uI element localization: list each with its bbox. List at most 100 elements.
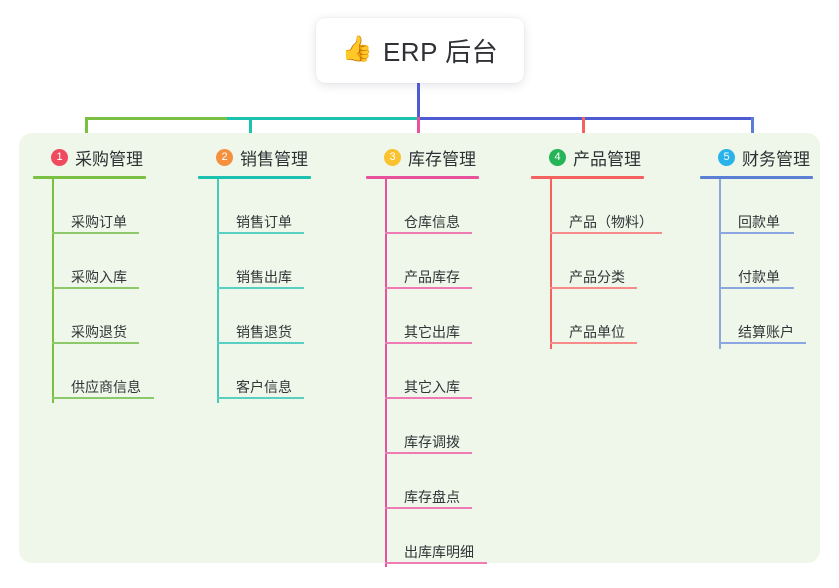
leaf-item[interactable]: 销售订单 bbox=[217, 193, 327, 234]
leaf-item[interactable]: 供应商信息 bbox=[52, 358, 177, 399]
branch-title-5: 财务管理 bbox=[742, 149, 810, 169]
leaf-label: 回款单 bbox=[738, 214, 780, 230]
leaf-item[interactable]: 付款单 bbox=[719, 248, 817, 289]
leaf-label: 采购入库 bbox=[71, 269, 127, 285]
leaf-rule bbox=[217, 397, 304, 399]
leaf-rule bbox=[719, 232, 794, 234]
branch-column-5: 5 财务管理 回款单 付款单 结算账户 bbox=[700, 144, 839, 351]
leaf-rule bbox=[385, 287, 472, 289]
root-node-content: 👍 ERP 后台 bbox=[342, 32, 498, 69]
branch-spine-2 bbox=[217, 179, 219, 403]
leaf-item[interactable]: 产品（物料） bbox=[550, 193, 684, 234]
leaf-rule bbox=[52, 342, 139, 344]
leaf-rule bbox=[52, 287, 139, 289]
connector-drop-column-1 bbox=[85, 117, 88, 144]
leaf-rule bbox=[217, 342, 304, 344]
leaf-rule bbox=[217, 232, 304, 234]
leaf-item[interactable]: 产品单位 bbox=[550, 303, 660, 344]
leaf-item[interactable]: 结算账户 bbox=[719, 303, 829, 344]
leaf-item[interactable]: 客户信息 bbox=[217, 358, 327, 399]
leaf-item[interactable]: 采购入库 bbox=[52, 248, 162, 289]
leaf-rule bbox=[719, 287, 794, 289]
root-node-erp-backend[interactable]: 👍 ERP 后台 bbox=[316, 18, 524, 83]
branch-header-5[interactable]: 5 财务管理 bbox=[700, 144, 839, 170]
leaf-label: 销售出库 bbox=[236, 269, 292, 285]
leaf-label: 库存盘点 bbox=[404, 489, 460, 505]
branch-column-2: 2 销售管理 销售订单 销售出库 销售退货 客户信息 bbox=[198, 144, 358, 405]
connector-bus-segment-2 bbox=[227, 117, 418, 120]
branch-spine-3 bbox=[385, 179, 387, 567]
leaf-label: 其它出库 bbox=[404, 324, 460, 340]
leaf-item[interactable]: 其它入库 bbox=[385, 358, 495, 399]
leaf-item[interactable]: 回款单 bbox=[719, 193, 817, 234]
connector-bus-segment-3 bbox=[418, 117, 754, 120]
leaf-rule bbox=[217, 287, 304, 289]
branch-rule-2 bbox=[198, 176, 311, 179]
leaf-item[interactable]: 仓库信息 bbox=[385, 193, 495, 234]
root-node-title: ERP 后台 bbox=[382, 37, 499, 67]
leaf-label: 付款单 bbox=[738, 269, 780, 285]
connector-drop-column-5 bbox=[751, 117, 754, 144]
branch-header-4[interactable]: 4 产品管理 bbox=[531, 144, 706, 170]
branch-column-3: 3 库存管理 仓库信息 产品库存 其它出库 其它入库 库存调拨 bbox=[366, 144, 536, 569]
thumbs-up-icon: 👍 bbox=[341, 35, 373, 63]
leaf-label: 销售退货 bbox=[236, 324, 292, 340]
branch-badge-2: 2 bbox=[216, 148, 233, 166]
branch-title-1: 采购管理 bbox=[75, 149, 143, 169]
diagram-panel bbox=[19, 133, 820, 563]
branch-items-4: 产品（物料） 产品分类 产品单位 bbox=[531, 179, 706, 351]
branch-rule-4 bbox=[531, 176, 644, 179]
leaf-item[interactable]: 库存调拨 bbox=[385, 413, 495, 454]
leaf-rule bbox=[52, 397, 154, 399]
leaf-label: 仓库信息 bbox=[404, 214, 460, 230]
branch-title-4: 产品管理 bbox=[573, 149, 641, 169]
connector-trunk-vertical bbox=[417, 83, 420, 120]
leaf-label: 采购退货 bbox=[71, 324, 127, 340]
leaf-item[interactable]: 产品库存 bbox=[385, 248, 495, 289]
branch-rule-3 bbox=[366, 176, 479, 179]
branch-column-1: 1 采购管理 采购订单 采购入库 采购退货 供应商信息 bbox=[33, 144, 193, 405]
branch-header-2[interactable]: 2 销售管理 bbox=[198, 144, 358, 170]
leaf-label: 其它入库 bbox=[404, 379, 460, 395]
leaf-rule bbox=[719, 342, 806, 344]
leaf-label: 出库库明细 bbox=[404, 544, 474, 560]
leaf-rule bbox=[52, 232, 139, 234]
branch-items-1: 采购订单 采购入库 采购退货 供应商信息 bbox=[33, 179, 193, 405]
leaf-item[interactable]: 出库库明细 bbox=[385, 523, 510, 564]
leaf-label: 产品单位 bbox=[569, 324, 625, 340]
leaf-rule bbox=[385, 562, 487, 564]
leaf-item[interactable]: 其它出库 bbox=[385, 303, 495, 344]
leaf-item[interactable]: 采购退货 bbox=[52, 303, 162, 344]
leaf-rule bbox=[550, 342, 637, 344]
branch-title-3: 库存管理 bbox=[408, 149, 476, 169]
branch-rule-1 bbox=[33, 176, 146, 179]
leaf-rule bbox=[385, 507, 472, 509]
leaf-label: 产品库存 bbox=[404, 269, 460, 285]
leaf-rule bbox=[385, 397, 472, 399]
branch-column-4: 4 产品管理 产品（物料） 产品分类 产品单位 bbox=[531, 144, 706, 351]
leaf-item[interactable]: 销售退货 bbox=[217, 303, 327, 344]
leaf-rule bbox=[550, 287, 637, 289]
branch-title-2: 销售管理 bbox=[240, 149, 308, 169]
leaf-item[interactable]: 采购订单 bbox=[52, 193, 162, 234]
leaf-label: 结算账户 bbox=[738, 324, 794, 340]
connector-drop-column-3 bbox=[417, 117, 420, 144]
leaf-label: 库存调拨 bbox=[404, 434, 460, 450]
leaf-item[interactable]: 销售出库 bbox=[217, 248, 327, 289]
leaf-label: 产品（物料） bbox=[569, 214, 653, 230]
leaf-rule bbox=[385, 342, 472, 344]
branch-header-1[interactable]: 1 采购管理 bbox=[33, 144, 193, 170]
branch-badge-3: 3 bbox=[384, 148, 401, 166]
branch-header-3[interactable]: 3 库存管理 bbox=[366, 144, 536, 170]
leaf-rule bbox=[385, 452, 472, 454]
leaf-item[interactable]: 库存盘点 bbox=[385, 468, 495, 509]
leaf-item[interactable]: 产品分类 bbox=[550, 248, 660, 289]
branch-items-3: 仓库信息 产品库存 其它出库 其它入库 库存调拨 库存盘点 bbox=[366, 179, 536, 569]
branch-badge-4: 4 bbox=[549, 148, 566, 166]
branch-spine-4 bbox=[550, 179, 552, 349]
leaf-label: 供应商信息 bbox=[71, 379, 141, 395]
branch-items-5: 回款单 付款单 结算账户 bbox=[700, 179, 839, 351]
branch-spine-1 bbox=[52, 179, 54, 403]
leaf-rule bbox=[550, 232, 662, 234]
